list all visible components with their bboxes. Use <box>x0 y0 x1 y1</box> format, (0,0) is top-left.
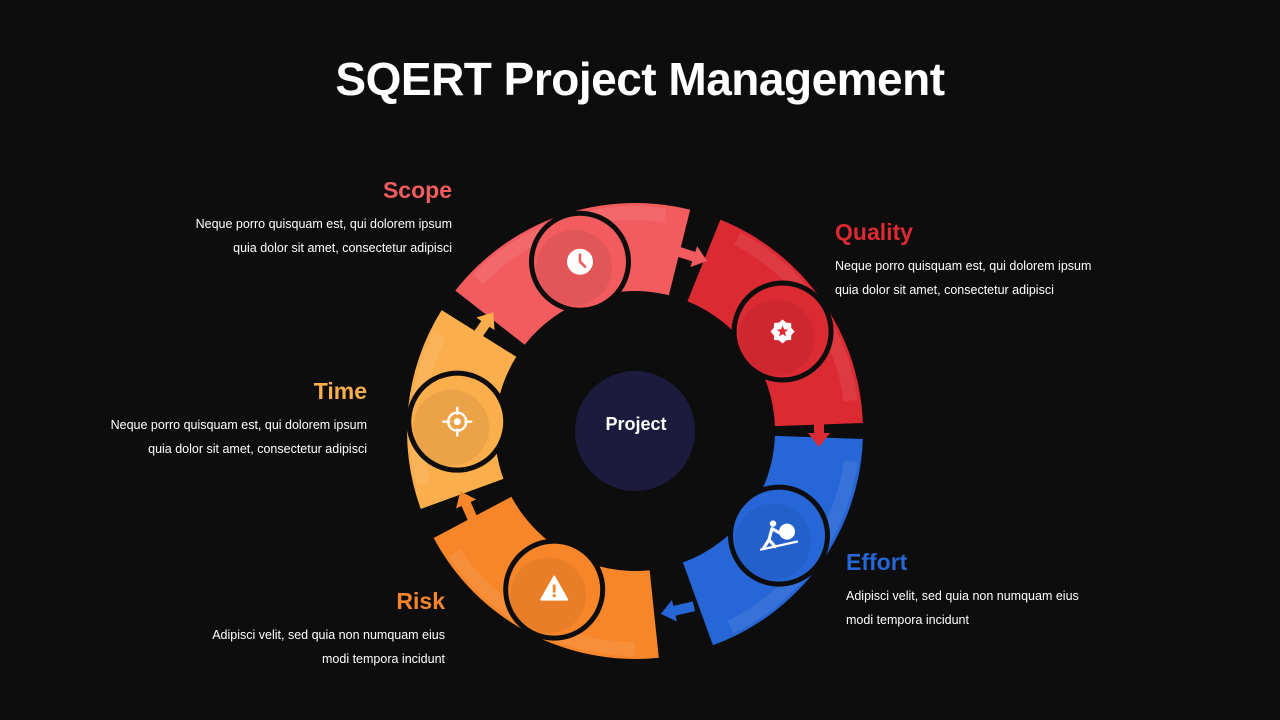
risk-title: Risk <box>396 588 445 614</box>
scope-title: Scope <box>382 177 452 203</box>
quality-text-line-1: Neque porro quisquam est, qui dolorem ip… <box>835 259 1092 273</box>
warning-icon <box>540 575 569 601</box>
time-text-line-1: Neque porro quisquam est, qui dolorem ip… <box>110 418 367 432</box>
scope-block: Scope Neque porro quisquam est, qui dolo… <box>150 177 452 260</box>
project-center-circle <box>575 371 695 491</box>
scope-text-line-2: quia dolor sit amet, consectetur adipisc… <box>233 241 452 255</box>
scope-text-line-1: Neque porro quisquam est, qui dolorem ip… <box>195 217 452 231</box>
quality-block: Quality Neque porro quisquam est, qui do… <box>835 219 1135 302</box>
effort-connector-arrow <box>660 600 696 622</box>
pushing-boulder-icon <box>759 520 799 551</box>
badge-star-icon <box>770 319 795 344</box>
risk-connector-arrow <box>456 491 479 525</box>
effort-block: Effort Adipisci velit, sed quia non numq… <box>846 549 1126 632</box>
clock-icon <box>566 248 593 275</box>
scope-connector-arrow <box>673 245 708 268</box>
quality-connector-arrow <box>808 413 830 447</box>
quality-description: Neque porro quisquam est, qui dolorem ip… <box>835 254 1135 302</box>
risk-block: Risk Adipisci velit, sed quia non numqua… <box>165 588 445 671</box>
risk-text-line-1: Adipisci velit, sed quia non numquam eiu… <box>212 628 445 642</box>
time-connector-arrow <box>469 312 495 344</box>
time-text-line-2: quia dolor sit amet, consectetur adipisc… <box>148 442 367 456</box>
page-title: SQERT Project Management <box>335 53 945 105</box>
time-block: Time Neque porro quisquam est, qui dolor… <box>65 378 367 461</box>
time-description: Neque porro quisquam est, qui dolorem ip… <box>65 413 367 461</box>
target-icon <box>442 406 473 437</box>
quality-text-line-2: quia dolor sit amet, consectetur adipisc… <box>835 283 1054 297</box>
quality-title: Quality <box>835 219 913 245</box>
effort-node <box>733 489 826 582</box>
effort-text-line-2: modi tempora incidunt <box>846 613 969 627</box>
risk-description: Adipisci velit, sed quia non numquam eiu… <box>165 623 445 671</box>
project-center-label: Project <box>605 414 667 434</box>
risk-text-line-2: modi tempora incidunt <box>322 652 445 666</box>
effort-text-line-1: Adipisci velit, sed quia non numquam eiu… <box>846 589 1079 603</box>
cycle-arrows <box>456 245 830 622</box>
time-title: Time <box>313 378 367 404</box>
cycle-nodes <box>406 210 834 641</box>
effort-description: Adipisci velit, sed quia non numquam eiu… <box>846 584 1126 632</box>
effort-title: Effort <box>846 549 908 575</box>
scope-description: Neque porro quisquam est, qui dolorem ip… <box>150 212 452 260</box>
effort-node-shade <box>735 503 812 580</box>
